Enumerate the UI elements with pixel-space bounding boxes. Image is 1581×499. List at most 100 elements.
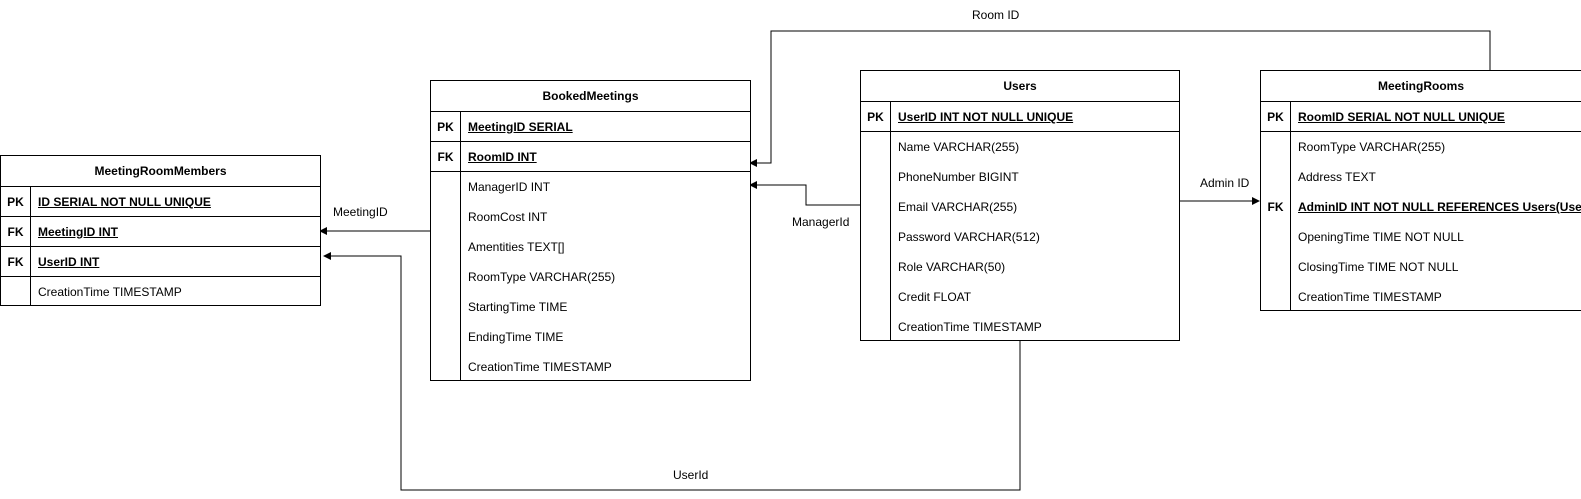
key-cell	[431, 352, 461, 380]
key-cell	[1, 277, 31, 305]
field-name: Role VARCHAR(50)	[898, 260, 1006, 274]
room-id-connector	[749, 30, 1491, 167]
table-title: BookedMeetings	[431, 81, 750, 112]
field-name: Address TEXT	[1298, 170, 1376, 184]
key-cell	[1261, 222, 1291, 252]
field-name: ID SERIAL NOT NULL UNIQUE	[38, 194, 211, 209]
table-title: MeetingRoomMembers	[1, 156, 320, 187]
key-cell	[431, 172, 461, 202]
fk-badge: FK	[1261, 192, 1291, 222]
admin-id-label: Admin ID	[1200, 176, 1250, 190]
table-row[interactable]: StartingTime TIME	[431, 292, 750, 322]
field-name: Name VARCHAR(255)	[898, 140, 1020, 154]
table-row[interactable]: FK UserID INT	[1, 247, 320, 277]
field-name: RoomID INT	[468, 149, 537, 164]
pk-badge: PK	[431, 112, 461, 141]
table-row[interactable]: FK AdminID INT NOT NULL REFERENCES Users…	[1261, 192, 1581, 222]
table-row[interactable]: PhoneNumber BIGINT	[861, 162, 1179, 192]
fk-badge: FK	[1, 247, 31, 276]
booked-meetings-table[interactable]: BookedMeetings PK MeetingID SERIAL FK Ro…	[430, 80, 751, 381]
key-cell	[861, 162, 891, 192]
field-name: ManagerID INT	[468, 180, 551, 194]
table-row[interactable]: FK RoomID INT	[431, 142, 750, 172]
manager-id-label: ManagerId	[792, 215, 850, 229]
user-id-connector	[323, 252, 1021, 491]
key-cell	[861, 192, 891, 222]
key-cell	[861, 252, 891, 282]
table-row[interactable]: PK ID SERIAL NOT NULL UNIQUE	[1, 187, 320, 217]
field-name: StartingTime TIME	[468, 300, 568, 314]
table-row[interactable]: CreationTime TIMESTAMP	[861, 312, 1179, 340]
table-row[interactable]: PK RoomID SERIAL NOT NULL UNIQUE	[1261, 102, 1581, 132]
user-id-label: UserId	[673, 468, 709, 482]
field-name: CreationTime TIMESTAMP	[38, 285, 182, 299]
key-cell	[1261, 162, 1291, 192]
table-row[interactable]: OpeningTime TIME NOT NULL	[1261, 222, 1581, 252]
pk-badge: PK	[1, 187, 31, 216]
room-id-label: Room ID	[972, 8, 1020, 22]
field-name: ClosingTime TIME NOT NULL	[1298, 260, 1459, 274]
table-row[interactable]: CreationTime TIMESTAMP	[1, 277, 320, 305]
field-name: RoomType VARCHAR(255)	[468, 270, 616, 284]
table-row[interactable]: Email VARCHAR(255)	[861, 192, 1179, 222]
table-row[interactable]: EndingTime TIME	[431, 322, 750, 352]
field-name: CreationTime TIMESTAMP	[468, 360, 612, 374]
key-cell	[431, 292, 461, 322]
table-row[interactable]: Name VARCHAR(255)	[861, 132, 1179, 162]
field-name: RoomID SERIAL NOT NULL UNIQUE	[1298, 109, 1505, 124]
field-name: Password VARCHAR(512)	[898, 230, 1040, 244]
table-row[interactable]: Credit FLOAT	[861, 282, 1179, 312]
pk-badge: PK	[1261, 102, 1291, 131]
key-cell	[431, 232, 461, 262]
table-row[interactable]: Amentities TEXT[]	[431, 232, 750, 262]
fk-badge: FK	[1, 217, 31, 246]
key-cell	[1261, 282, 1291, 310]
field-name: RoomType VARCHAR(255)	[1298, 140, 1446, 154]
table-row[interactable]: PK MeetingID SERIAL	[431, 112, 750, 142]
meeting-room-members-table[interactable]: MeetingRoomMembers PK ID SERIAL NOT NULL…	[0, 155, 321, 306]
table-row[interactable]: ManagerID INT	[431, 172, 750, 202]
field-name: MeetingID SERIAL	[468, 119, 573, 134]
field-name: PhoneNumber BIGINT	[898, 170, 1019, 184]
field-name: Amentities TEXT[]	[468, 240, 565, 254]
field-name: MeetingID INT	[38, 224, 118, 239]
key-cell	[861, 312, 891, 340]
key-cell	[431, 262, 461, 292]
field-name: AdminID INT NOT NULL REFERENCES Users(Us…	[1298, 200, 1581, 214]
table-title: MeetingRooms	[1261, 71, 1581, 102]
field-name: Email VARCHAR(255)	[898, 200, 1018, 214]
field-name: OpeningTime TIME NOT NULL	[1298, 230, 1464, 244]
field-name: CreationTime TIMESTAMP	[898, 320, 1042, 334]
meeting-id-label: MeetingID	[333, 205, 388, 219]
table-row[interactable]: ClosingTime TIME NOT NULL	[1261, 252, 1581, 282]
field-name: EndingTime TIME	[468, 330, 564, 344]
field-name: RoomCost INT	[468, 210, 548, 224]
table-row[interactable]: RoomCost INT	[431, 202, 750, 232]
field-name: UserID INT	[38, 254, 100, 269]
field-name: UserID INT NOT NULL UNIQUE	[898, 109, 1074, 124]
key-cell	[431, 322, 461, 352]
table-row[interactable]: FK MeetingID INT	[1, 217, 320, 247]
fk-badge: FK	[431, 142, 461, 171]
key-cell	[1261, 132, 1291, 162]
users-table[interactable]: Users PK UserID INT NOT NULL UNIQUE Name…	[860, 70, 1180, 341]
pk-badge: PK	[861, 102, 891, 131]
manager-id-connector	[749, 181, 860, 206]
table-row[interactable]: CreationTime TIMESTAMP	[1261, 282, 1581, 310]
table-row[interactable]: RoomType VARCHAR(255)	[431, 262, 750, 292]
field-name: CreationTime TIMESTAMP	[1298, 290, 1442, 304]
table-row[interactable]: Role VARCHAR(50)	[861, 252, 1179, 282]
key-cell	[431, 202, 461, 232]
key-cell	[861, 222, 891, 252]
table-row[interactable]: Password VARCHAR(512)	[861, 222, 1179, 252]
key-cell	[1261, 252, 1291, 282]
meeting-rooms-table[interactable]: MeetingRooms PK RoomID SERIAL NOT NULL U…	[1260, 70, 1581, 311]
table-row[interactable]: PK UserID INT NOT NULL UNIQUE	[861, 102, 1179, 132]
key-cell	[861, 282, 891, 312]
table-row[interactable]: CreationTime TIMESTAMP	[431, 352, 750, 380]
key-cell	[861, 132, 891, 162]
table-row[interactable]: Address TEXT	[1261, 162, 1581, 192]
table-row[interactable]: RoomType VARCHAR(255)	[1261, 132, 1581, 162]
field-name: Credit FLOAT	[898, 290, 972, 304]
